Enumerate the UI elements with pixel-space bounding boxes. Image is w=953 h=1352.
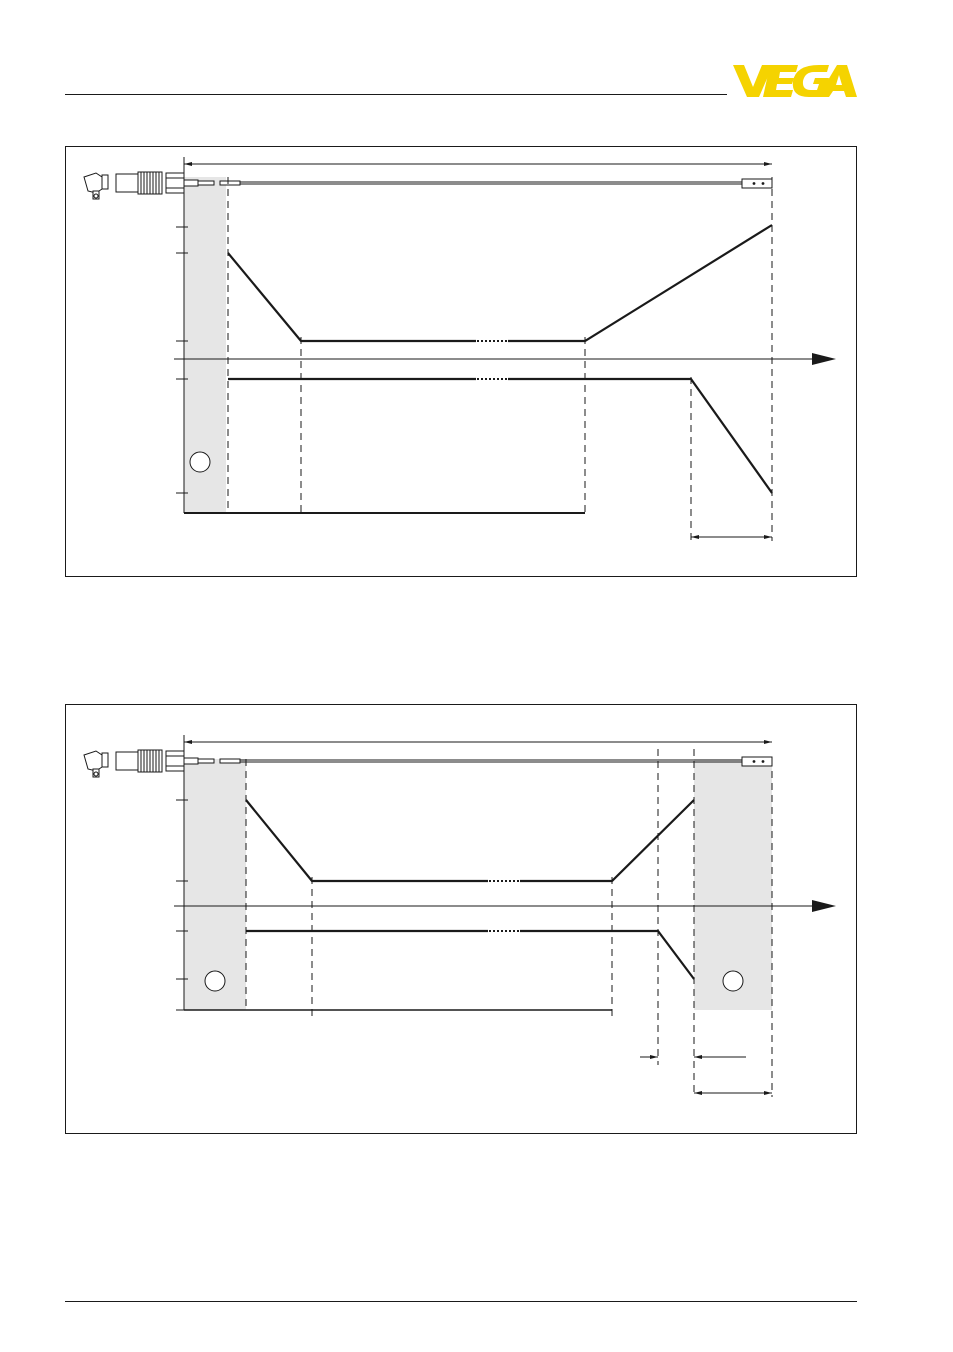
figure-1-frame (65, 146, 857, 577)
marker-1 (190, 452, 210, 472)
footer-rule (65, 1301, 857, 1302)
upper-curve (228, 225, 772, 341)
upper-curve (246, 800, 694, 881)
total-length-dimension (184, 735, 772, 755)
x-axis-arrow (812, 353, 836, 365)
figure-1-diagram (66, 147, 858, 578)
marker-1 (205, 971, 225, 991)
total-length-dimension (184, 157, 772, 177)
x-axis-arrow (812, 900, 836, 912)
lower-curve (228, 379, 772, 493)
marker-2 (723, 971, 743, 991)
header-rule (65, 94, 727, 95)
figure-2-frame (65, 704, 857, 1134)
figure-2-diagram (66, 705, 858, 1135)
lower-curve (246, 931, 694, 979)
vega-logo (733, 63, 857, 99)
